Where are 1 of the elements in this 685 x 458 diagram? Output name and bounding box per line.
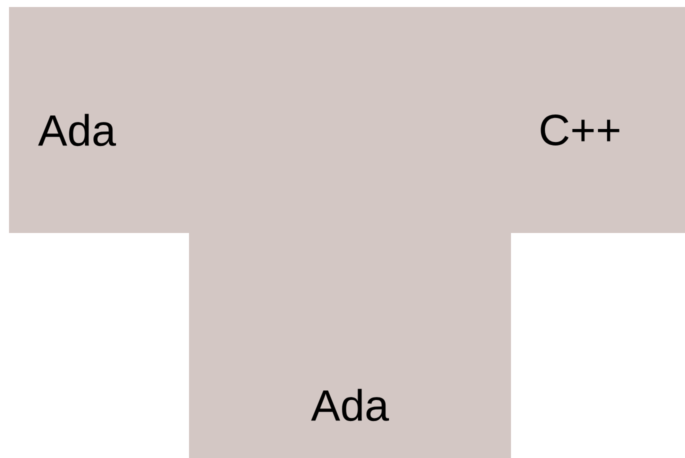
t-diagram-box: Ada C++ Ada	[9, 7, 685, 458]
